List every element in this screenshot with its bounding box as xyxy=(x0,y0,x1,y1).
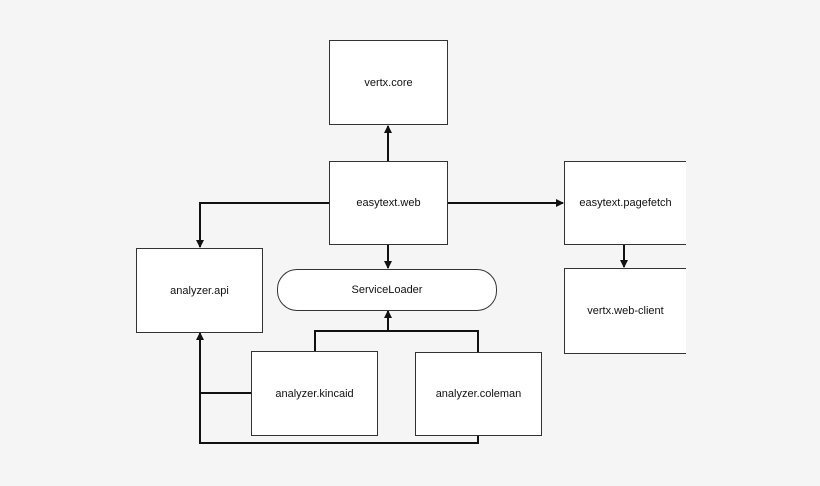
edge-web-to-api xyxy=(196,202,329,248)
node-analyzer-kincaid: analyzer.kincaid xyxy=(251,351,378,436)
node-label: analyzer.api xyxy=(170,284,229,297)
edge-coleman-to-api xyxy=(196,332,479,444)
node-analyzer-api: analyzer.api xyxy=(136,248,263,333)
node-label: easytext.web xyxy=(356,197,421,209)
edge-kincaid-to-serviceloader xyxy=(314,330,479,352)
node-label: analyzer.kincaid xyxy=(275,387,354,400)
node-vertx-core: vertx.core xyxy=(329,40,448,125)
node-label: vertx.core xyxy=(364,76,413,89)
node-easytext-pagefetch: easytext.pagefetch xyxy=(564,161,686,245)
node-label: ServiceLoader xyxy=(351,284,423,296)
node-vertx-web-client: vertx.web-client xyxy=(564,268,686,354)
node-easytext-web: easytext.web xyxy=(329,161,448,245)
node-analyzer-coleman: analyzer.coleman xyxy=(415,352,542,436)
node-label: analyzer.coleman xyxy=(435,388,522,400)
node-label: vertx.web-client xyxy=(587,305,664,317)
node-service-loader: ServiceLoader xyxy=(277,269,497,311)
node-label: easytext.pagefetch xyxy=(579,197,672,209)
